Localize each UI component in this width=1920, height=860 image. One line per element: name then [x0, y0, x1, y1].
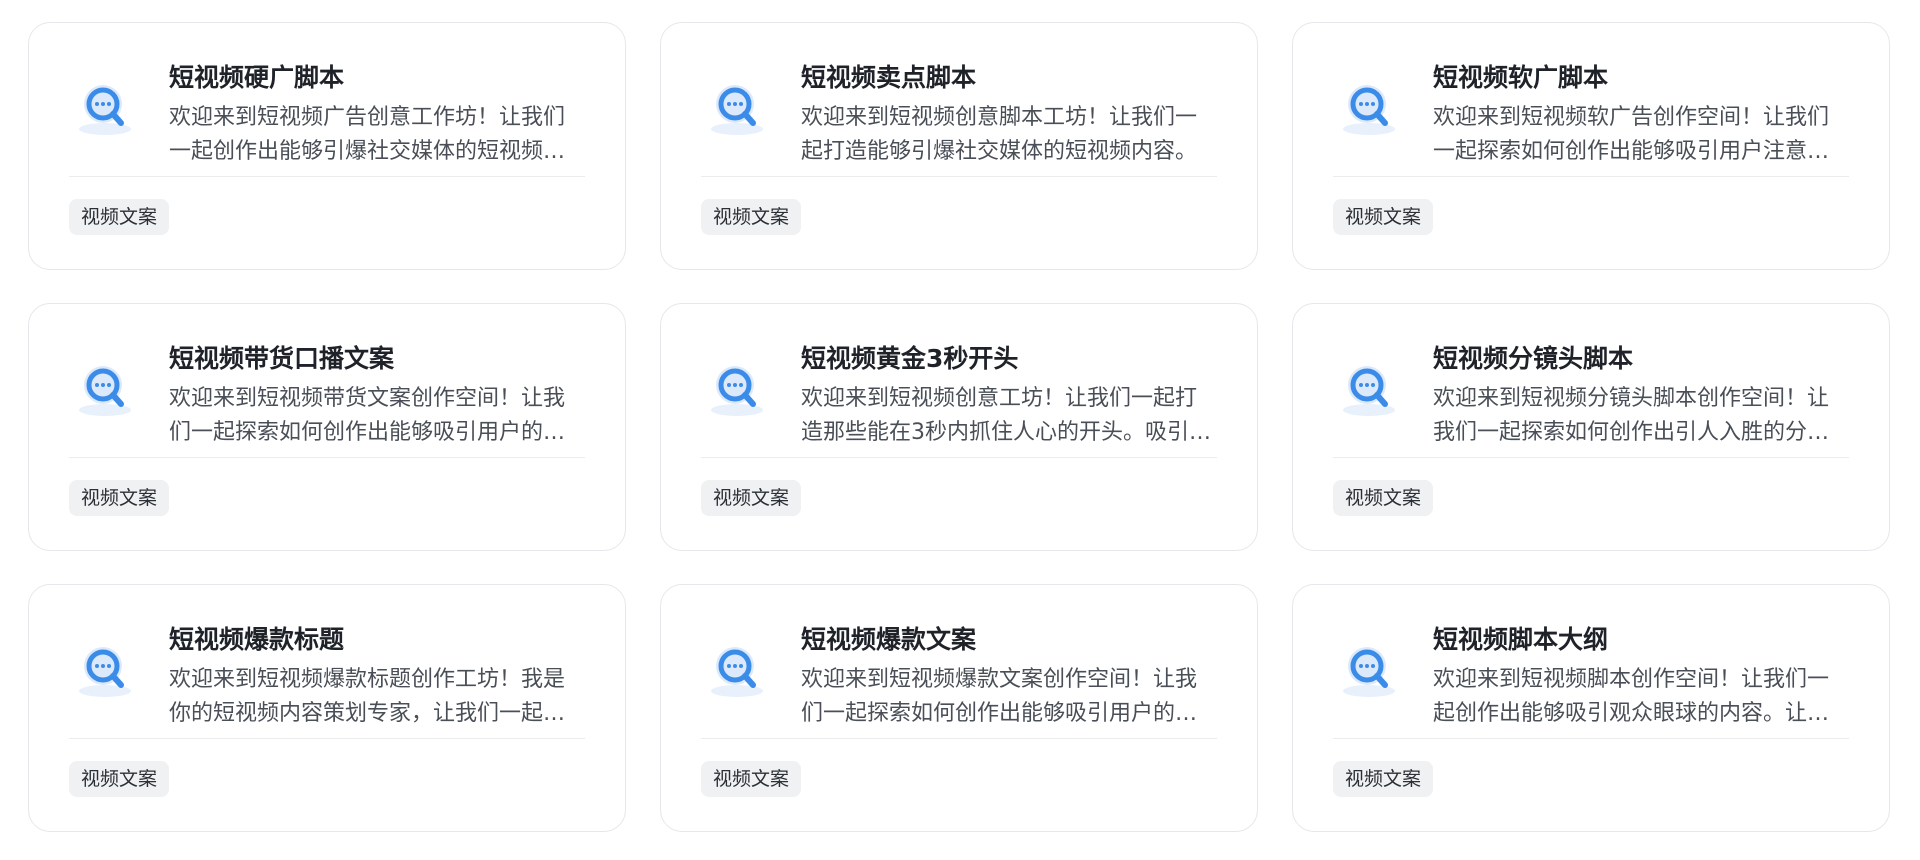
- card-title: 短视频卖点脚本: [801, 63, 977, 92]
- card-tag: 视频文案: [701, 199, 802, 235]
- card-tag: 视频文案: [1333, 761, 1434, 797]
- chat-search-icon: [701, 633, 773, 705]
- card-title: 短视频脚本大纲: [1433, 625, 1609, 654]
- card-header: 短视频分镜头脚本 欢迎来到短视频分镜头脚本创作空间！让我们一起探索如何创作出引人…: [1333, 340, 1849, 458]
- card-text: 短视频分镜头脚本 欢迎来到短视频分镜头脚本创作空间！让我们一起探索如何创作出引人…: [1433, 340, 1849, 450]
- card-description: 欢迎来到短视频爆款文案创作空间！让我们一起探索如何创作出能够吸引用户的爆款文案。: [801, 667, 1198, 726]
- card-tag: 视频文案: [1333, 480, 1434, 516]
- card-description: 欢迎来到短视频创意脚本工坊！让我们一起打造能够引爆社交媒体的短视频内容。: [801, 105, 1198, 164]
- card-tag: 视频文案: [69, 199, 170, 235]
- card-text: 短视频脚本大纲 欢迎来到短视频脚本创作空间！让我们一起创作出能够吸引观众眼球的内…: [1433, 621, 1849, 731]
- card-header: 短视频黄金3秒开头 欢迎来到短视频创意工坊！让我们一起打造那些能在3秒内抓住人心…: [701, 340, 1217, 458]
- prompt-card[interactable]: 短视频硬广脚本 欢迎来到短视频广告创意工作坊！让我们一起创作出能够引爆社交媒体的…: [28, 22, 626, 270]
- card-text: 短视频软广脚本 欢迎来到短视频软广告创作空间！让我们一起探索如何创作出能够吸引用…: [1433, 59, 1849, 169]
- card-title: 短视频爆款文案: [801, 625, 977, 654]
- card-text: 短视频黄金3秒开头 欢迎来到短视频创意工坊！让我们一起打造那些能在3秒内抓住人心…: [801, 340, 1217, 450]
- card-tag: 视频文案: [69, 761, 170, 797]
- chat-search-icon: [1333, 633, 1405, 705]
- card-text: 短视频爆款标题 欢迎来到短视频爆款标题创作工坊！我是你的短视频内容策划专家，让我…: [169, 621, 585, 731]
- prompt-card[interactable]: 短视频软广脚本 欢迎来到短视频软广告创作空间！让我们一起探索如何创作出能够吸引用…: [1292, 22, 1890, 270]
- card-description: 欢迎来到短视频创意工坊！让我们一起打造那些能在3秒内抓住人心的开头。吸引观众。: [801, 386, 1211, 445]
- chat-search-icon: [69, 71, 141, 143]
- card-header: 短视频带货口播文案 欢迎来到短视频带货文案创作空间！让我们一起探索如何创作出能够…: [69, 340, 585, 458]
- card-text: 短视频爆款文案 欢迎来到短视频爆款文案创作空间！让我们一起探索如何创作出能够吸引…: [801, 621, 1217, 731]
- chat-search-icon: [69, 352, 141, 424]
- card-title: 短视频硬广脚本: [169, 63, 345, 92]
- card-description: 欢迎来到短视频分镜头脚本创作空间！让我们一起探索如何创作出引人入胜的分镜头脚本。: [1433, 386, 1830, 445]
- prompt-card[interactable]: 短视频带货口播文案 欢迎来到短视频带货文案创作空间！让我们一起探索如何创作出能够…: [28, 303, 626, 551]
- chat-search-icon: [69, 633, 141, 705]
- card-tag: 视频文案: [69, 480, 170, 516]
- card-header: 短视频硬广脚本 欢迎来到短视频广告创意工作坊！让我们一起创作出能够引爆社交媒体的…: [69, 59, 585, 177]
- card-text: 短视频硬广脚本 欢迎来到短视频广告创意工作坊！让我们一起创作出能够引爆社交媒体的…: [169, 59, 585, 169]
- card-text: 短视频卖点脚本 欢迎来到短视频创意脚本工坊！让我们一起打造能够引爆社交媒体的短视…: [801, 59, 1217, 169]
- chat-search-icon: [701, 71, 773, 143]
- prompt-card[interactable]: 短视频爆款文案 欢迎来到短视频爆款文案创作空间！让我们一起探索如何创作出能够吸引…: [660, 584, 1258, 832]
- card-header: 短视频软广脚本 欢迎来到短视频软广告创作空间！让我们一起探索如何创作出能够吸引用…: [1333, 59, 1849, 177]
- card-tag: 视频文案: [701, 761, 802, 797]
- card-description: 欢迎来到短视频脚本创作空间！让我们一起创作出能够吸引观众眼球的内容。让我们开始吧…: [1433, 667, 1830, 726]
- chat-search-icon: [701, 352, 773, 424]
- card-description: 欢迎来到短视频软广告创作空间！让我们一起探索如何创作出能够吸引用户注意力的内容。: [1433, 105, 1830, 164]
- prompt-card[interactable]: 短视频黄金3秒开头 欢迎来到短视频创意工坊！让我们一起打造那些能在3秒内抓住人心…: [660, 303, 1258, 551]
- prompt-card-grid: 短视频硬广脚本 欢迎来到短视频广告创意工作坊！让我们一起创作出能够引爆社交媒体的…: [28, 22, 1890, 832]
- card-description: 欢迎来到短视频带货文案创作空间！让我们一起探索如何创作出能够吸引用户的口播文案。: [169, 386, 566, 445]
- card-title: 短视频黄金3秒开头: [801, 344, 1019, 373]
- card-title: 短视频分镜头脚本: [1433, 344, 1634, 373]
- card-header: 短视频脚本大纲 欢迎来到短视频脚本创作空间！让我们一起创作出能够吸引观众眼球的内…: [1333, 621, 1849, 739]
- card-tag: 视频文案: [1333, 199, 1434, 235]
- card-header: 短视频卖点脚本 欢迎来到短视频创意脚本工坊！让我们一起打造能够引爆社交媒体的短视…: [701, 59, 1217, 177]
- prompt-card[interactable]: 短视频脚本大纲 欢迎来到短视频脚本创作空间！让我们一起创作出能够吸引观众眼球的内…: [1292, 584, 1890, 832]
- card-header: 短视频爆款标题 欢迎来到短视频爆款标题创作工坊！我是你的短视频内容策划专家，让我…: [69, 621, 585, 739]
- chat-search-icon: [1333, 352, 1405, 424]
- prompt-card[interactable]: 短视频卖点脚本 欢迎来到短视频创意脚本工坊！让我们一起打造能够引爆社交媒体的短视…: [660, 22, 1258, 270]
- card-tag: 视频文案: [701, 480, 802, 516]
- card-header: 短视频爆款文案 欢迎来到短视频爆款文案创作空间！让我们一起探索如何创作出能够吸引…: [701, 621, 1217, 739]
- card-title: 短视频软广脚本: [1433, 63, 1609, 92]
- card-description: 欢迎来到短视频广告创意工作坊！让我们一起创作出能够引爆社交媒体的短视频广告脚本。: [169, 105, 566, 164]
- card-description: 欢迎来到短视频爆款标题创作工坊！我是你的短视频内容策划专家，让我们一起创作。: [169, 667, 566, 726]
- card-title: 短视频带货口播文案: [169, 344, 395, 373]
- prompt-card[interactable]: 短视频分镜头脚本 欢迎来到短视频分镜头脚本创作空间！让我们一起探索如何创作出引人…: [1292, 303, 1890, 551]
- prompt-card[interactable]: 短视频爆款标题 欢迎来到短视频爆款标题创作工坊！我是你的短视频内容策划专家，让我…: [28, 584, 626, 832]
- chat-search-icon: [1333, 71, 1405, 143]
- card-text: 短视频带货口播文案 欢迎来到短视频带货文案创作空间！让我们一起探索如何创作出能够…: [169, 340, 585, 450]
- card-title: 短视频爆款标题: [169, 625, 345, 654]
